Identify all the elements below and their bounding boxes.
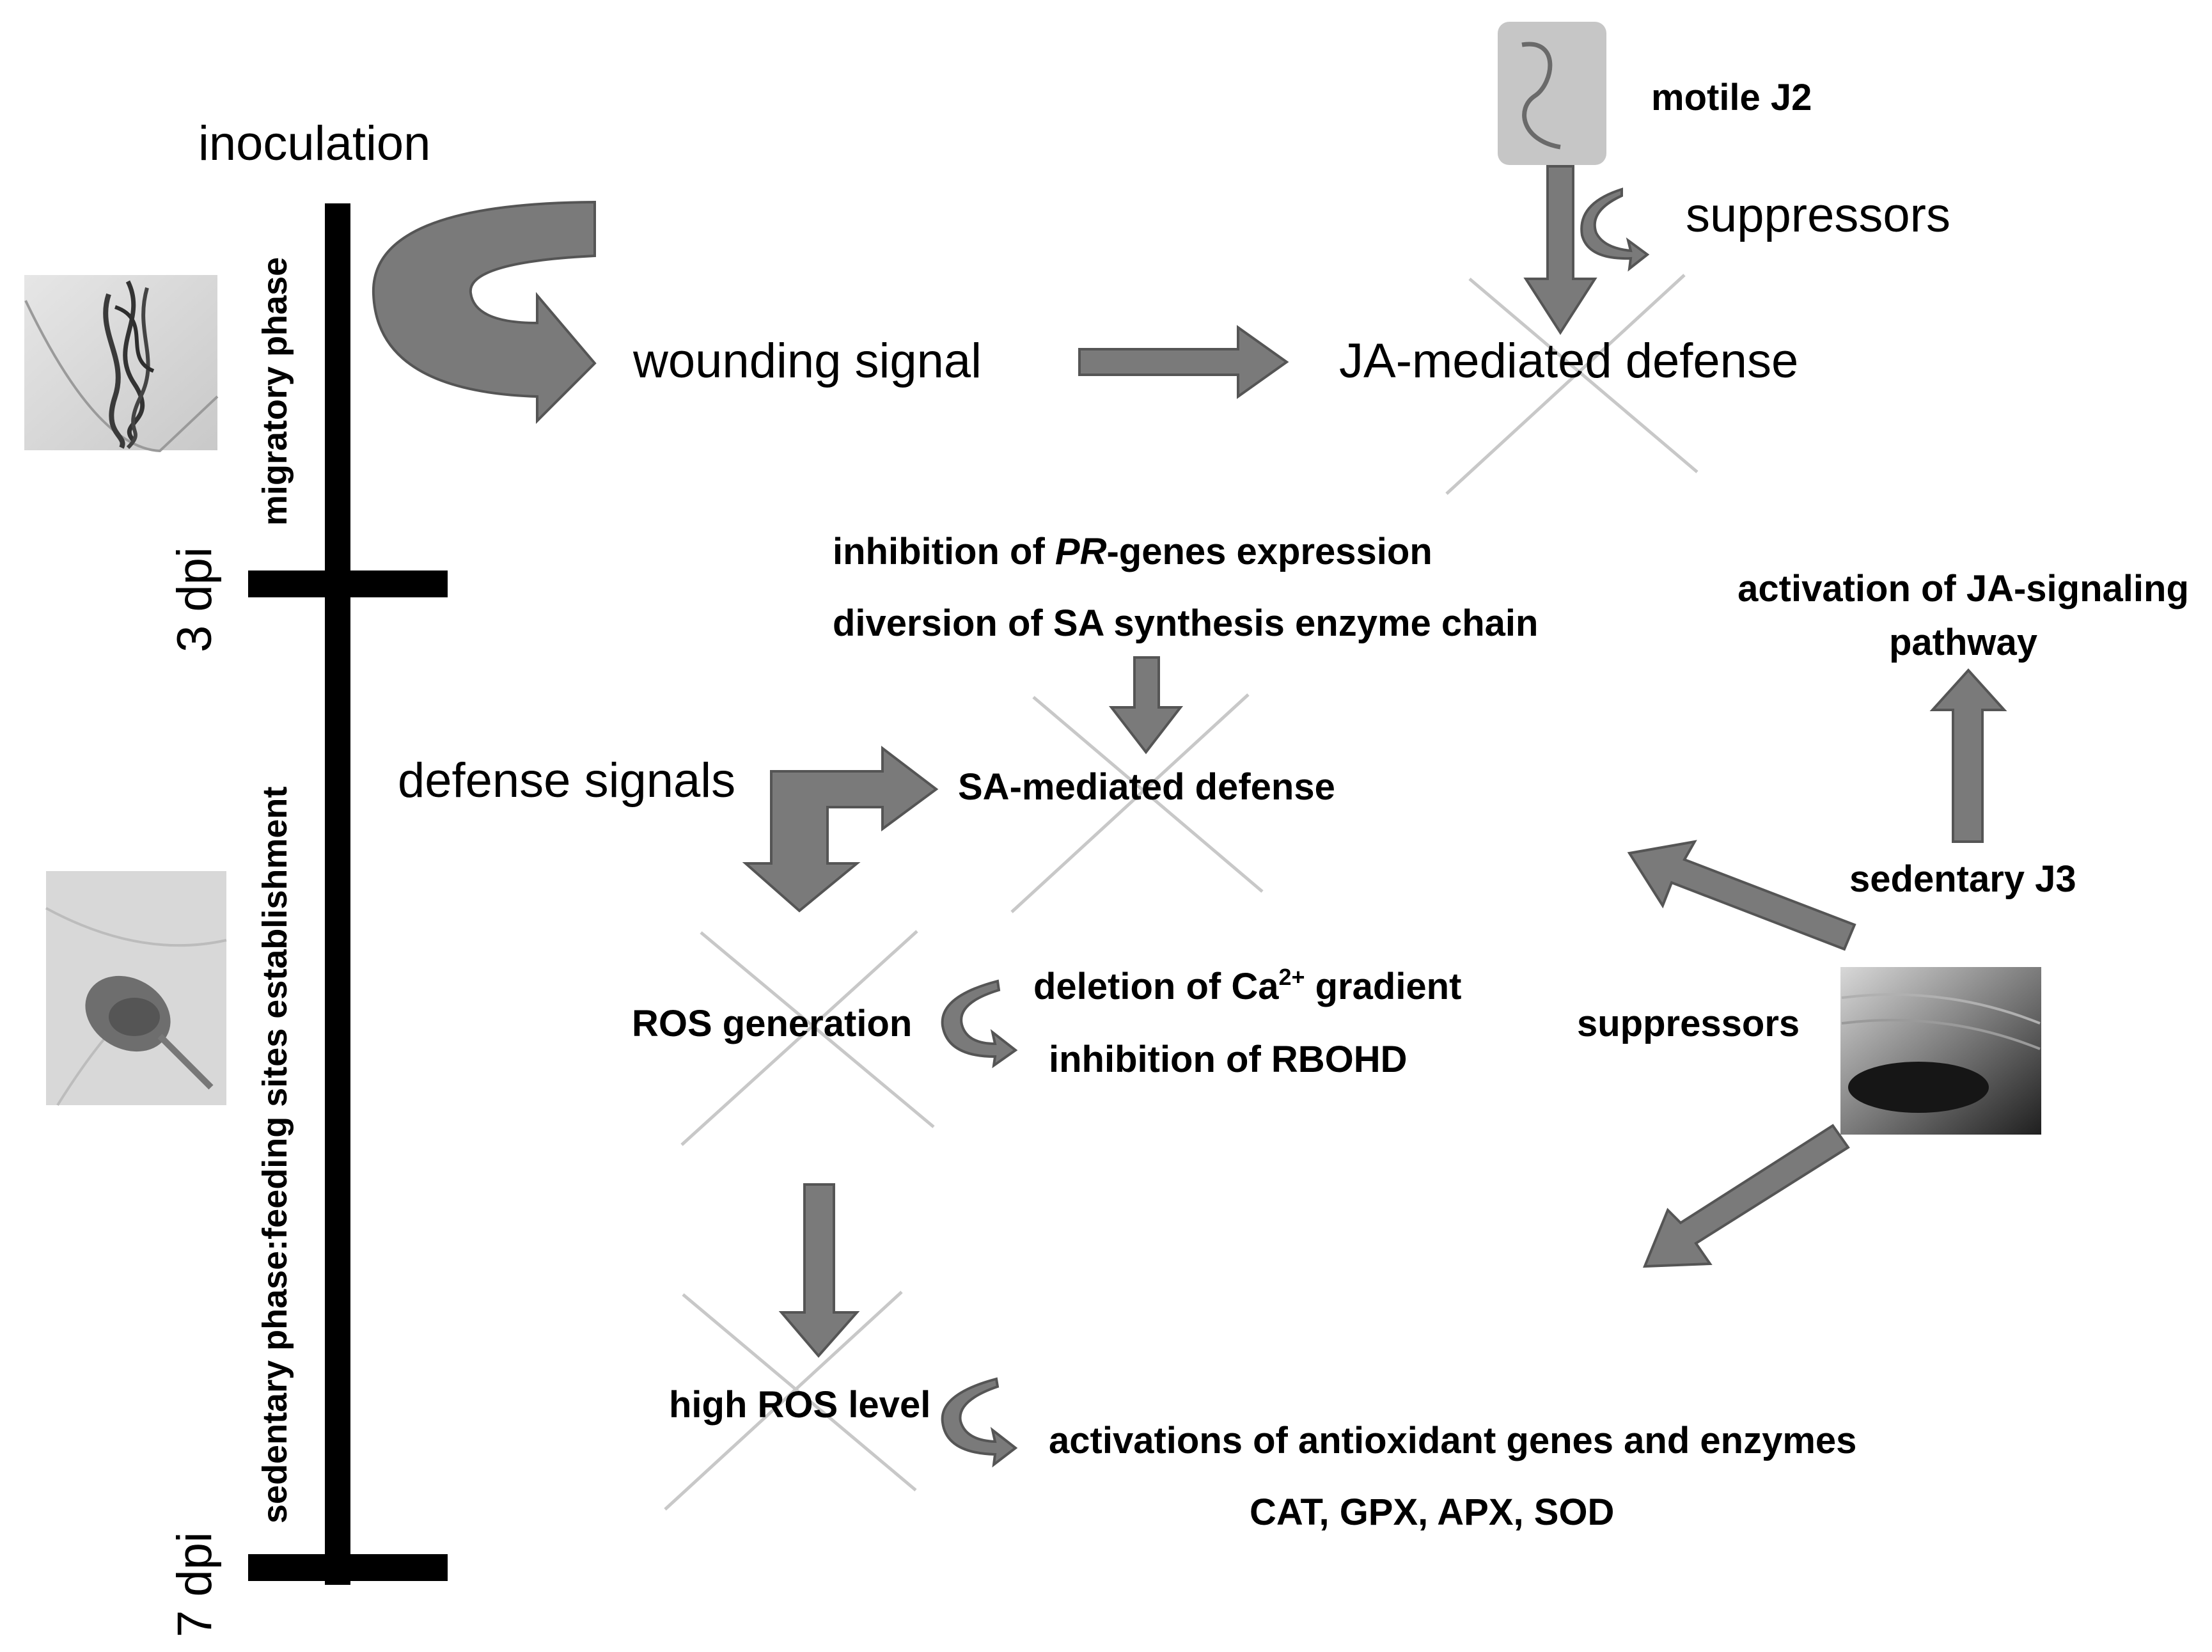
inhibition-rbohd-label: inhibition of RBOHD <box>1049 1039 1408 1080</box>
high-ros-curl-arrow <box>941 1377 1018 1468</box>
ros-generation-cross <box>680 930 935 1146</box>
motile-j2-label: motile J2 <box>1651 77 1812 118</box>
sedentary-phase-label: sedentary phase:feeding sites establishm… <box>256 787 294 1523</box>
inoculation-curved-arrow <box>372 200 597 424</box>
suppressors-top-curl-arrow <box>1580 187 1650 272</box>
timeline-tick-7dpi <box>248 1554 448 1581</box>
high-ros-cross <box>664 1291 917 1511</box>
antioxidant-label: activations of antioxidant genes and enz… <box>1049 1420 1856 1461</box>
sedentary-j3-image <box>1840 967 2041 1135</box>
j3-to-activation-arrow <box>1929 668 2007 843</box>
ja-defense-label: JA-mediated defense <box>1339 334 1798 388</box>
timeline-tick-3dpi <box>248 570 448 597</box>
enzymes-label: CAT, GPX, APX, SOD <box>1250 1491 1614 1533</box>
inoculation-label: inoculation <box>198 116 430 171</box>
sa-defense-label: SA-mediated defense <box>958 766 1335 808</box>
j3-to-antioxidant-diagonal-arrow <box>1642 1124 1850 1268</box>
inhibition-pr-label: inhibition of PR-genes expression <box>833 531 1432 572</box>
ros-curl-arrow <box>941 979 1018 1069</box>
diversion-sa-label: diversion of SA synthesis enzyme chain <box>833 602 1538 644</box>
wounding-signal-label: wounding signal <box>632 334 982 388</box>
deletion-ca-label: deletion of Ca2+ gradient <box>1033 964 1461 1007</box>
j3-to-sa-diagonal-arrow <box>1627 840 1856 951</box>
ros-to-high-ros-arrow <box>778 1183 860 1358</box>
high-ros-label: high ROS level <box>669 1384 930 1426</box>
root-migratory-image <box>24 275 219 453</box>
suppressors-mid-label: suppressors <box>1577 1003 1800 1044</box>
ja-defense-cross <box>1445 274 1698 495</box>
timeline-bar <box>325 203 350 1585</box>
sa-defense-cross <box>1010 693 1264 913</box>
migratory-phase-label: migratory phase <box>256 257 294 526</box>
activation-ja-label-line2: pathway <box>1889 622 2037 663</box>
feeding-site-image <box>45 871 227 1106</box>
defense-signals-bent-arrow <box>742 745 939 913</box>
dpi3-label: 3 dpi <box>168 547 222 652</box>
ros-generation-label: ROS generation <box>632 1003 912 1044</box>
dpi7-label: 7 dpi <box>168 1532 222 1637</box>
motile-j2-image <box>1498 22 1606 165</box>
diversion-to-sa-arrow <box>1108 656 1184 755</box>
wounding-to-ja-arrow <box>1078 325 1289 399</box>
defense-signals-label: defense signals <box>398 753 735 808</box>
suppressors-top-label: suppressors <box>1686 188 1950 242</box>
activation-ja-label-line1: activation of JA-signaling <box>1737 568 2189 610</box>
j2-to-ja-arrow <box>1523 165 1597 335</box>
sedentary-j3-label: sedentary J3 <box>1849 858 2076 900</box>
